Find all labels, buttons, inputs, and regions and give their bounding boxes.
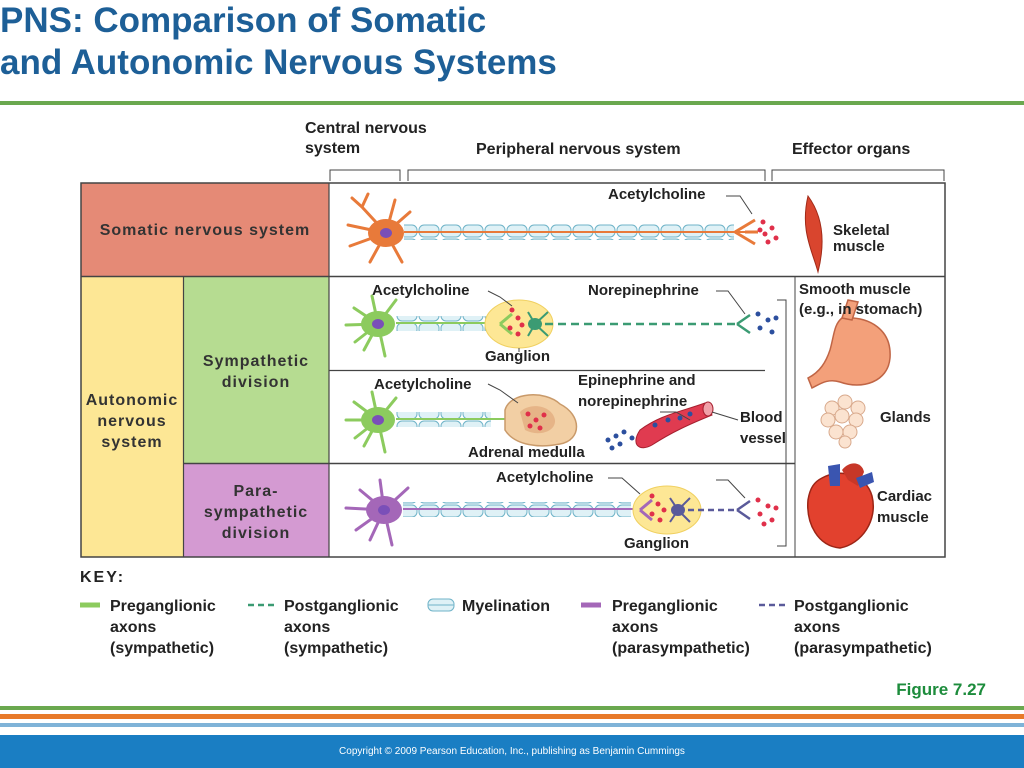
label-blood-1: Blood (740, 409, 783, 426)
somatic-neuron (346, 192, 779, 264)
label-epinephrine-1: Epinephrine and (578, 372, 696, 389)
label-adrenal-medulla: Adrenal medulla (468, 444, 585, 461)
label-norepinephrine: Norepinephrine (588, 282, 699, 299)
header-cns: Central nervous system (305, 120, 427, 157)
somatic-row-bg (81, 183, 329, 276)
effector-bracket (777, 299, 787, 547)
label-ganglion-sympathetic: Ganglion (485, 348, 550, 365)
key-item-3: Myelination (462, 598, 551, 615)
key-icons (80, 598, 787, 612)
blood-vessel-icon (635, 402, 713, 449)
stomach-icon (807, 299, 891, 390)
label-glands: Glands (880, 409, 931, 426)
sympathetic-neuron-1 (344, 290, 779, 358)
title-divider (0, 101, 1024, 105)
label-ach-parasympathetic: Acetylcholine (496, 469, 594, 486)
footer-bar (0, 735, 1024, 768)
heart-icon (807, 463, 874, 549)
label-ach-somatic: Acetylcholine (608, 186, 706, 203)
key-title: KEY: (80, 569, 126, 586)
row-label-parasympathetic: Para-sympathetic division (203, 482, 309, 542)
sympathetic-neuron-2 (344, 383, 739, 454)
page-title: PNS: Comparison of Somatic and Autonomic… (0, 0, 900, 84)
header-effectors: Effector organs (792, 141, 911, 158)
stripe-green (0, 706, 1024, 710)
row-label-somatic: Somatic nervous system (99, 221, 311, 239)
sympathetic-ganglion (484, 299, 554, 349)
skeletal-muscle-icon (804, 194, 823, 274)
title-line-1: PNS: Comparison of Somatic (0, 1, 487, 40)
parasympathetic-neuron (344, 477, 779, 547)
label-cardiac-2: muscle (877, 509, 929, 526)
label-ganglion-parasympathetic: Ganglion (624, 535, 689, 552)
label-epinephrine-2: norepinephrine (578, 393, 688, 410)
title-line-2: and Autonomic Nervous Systems (0, 43, 557, 82)
row-label-sympathetic: Sympathetic division (202, 353, 310, 391)
stripe-lightblue (0, 723, 1024, 727)
table-frame (80, 182, 946, 558)
parasympathetic-row-bg (184, 464, 329, 557)
glands-icon (820, 394, 866, 449)
header-brackets (329, 169, 945, 181)
autonomic-row-bg (81, 277, 183, 557)
label-skeletal-1: Skeletal (833, 222, 890, 239)
header-pns: Peripheral nervous system (476, 141, 681, 158)
label-smooth-2: (e.g., in stomach) (799, 301, 923, 318)
label-blood-2: vessel (740, 430, 786, 447)
label-ach-adrenal: Acetylcholine (374, 376, 472, 393)
label-cardiac-1: Cardiac (877, 488, 933, 505)
label-skeletal-2: muscle (833, 238, 885, 255)
figure-label: Figure 7.27 (896, 680, 986, 699)
stripe-orange (0, 714, 1024, 719)
label-ach-sympathetic: Acetylcholine (372, 282, 470, 299)
row-label-autonomic: Autonomic nervous system (85, 391, 179, 451)
label-smooth-1: Smooth muscle (799, 281, 911, 298)
sympathetic-row-bg (184, 277, 329, 463)
copyright-text: Copyright © 2009 Pearson Education, Inc.… (339, 746, 685, 757)
